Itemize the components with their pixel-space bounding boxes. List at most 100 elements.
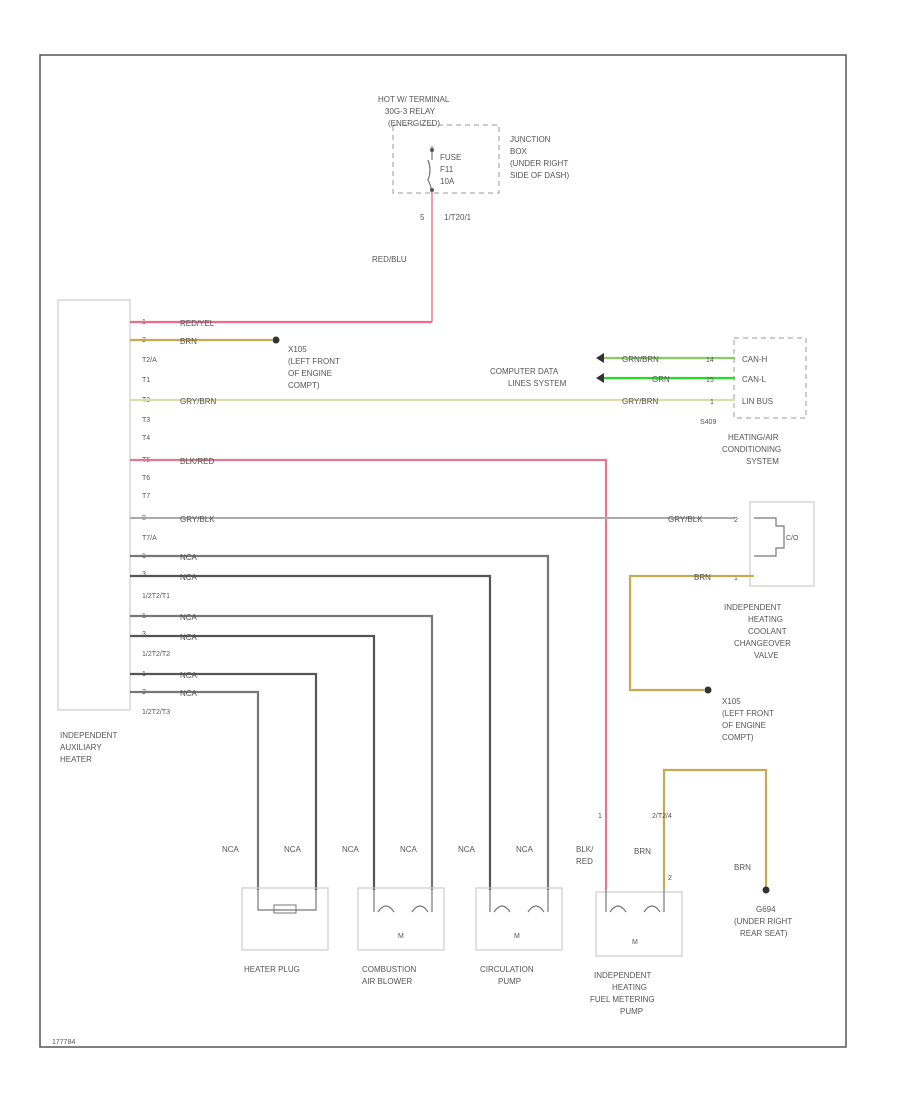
wire-nca-blower-left: [130, 634, 376, 890]
conn-label-t2a: T2/A: [142, 357, 157, 364]
heater-module-box: [57, 299, 131, 711]
can-label-1: COMPUTER DATA: [490, 367, 559, 376]
hot-label-line-1: HOT W/ TERMINAL: [378, 95, 450, 104]
hot-label-line-2: 30G-3 RELAY: [385, 107, 436, 116]
wire-nca-blower-right: [130, 614, 434, 890]
wire-can-h-label: GRN/BRN: [622, 355, 659, 364]
wire-nca-label-4: NCA: [180, 633, 198, 642]
pin-t7: T7: [142, 493, 150, 500]
can-h-arrow: [596, 353, 604, 363]
conn-label-2t2: 1/2T2/T2: [142, 651, 170, 658]
blower-label-1: COMBUSTION: [362, 965, 416, 974]
pump-conn-label: 2/T2/4: [652, 813, 672, 820]
valve-name-3: COOLANT: [748, 627, 787, 636]
valve-pin-1: 1: [734, 575, 738, 582]
figure-id: 177784: [52, 1039, 75, 1046]
wire-valve-brn: [628, 574, 754, 692]
wire-nca-label-2: NCA: [180, 573, 198, 582]
junction-box-label-4: SIDE OF DASH): [510, 171, 569, 180]
valve-name-5: VALVE: [754, 651, 779, 660]
nca-plug-right: NCA: [284, 845, 302, 854]
ground-2-label-1: X105: [722, 697, 741, 706]
wire-nca-label-3: NCA: [180, 613, 198, 622]
heater-module-name-2: AUXILIARY: [60, 743, 102, 752]
nca-blower-left: NCA: [342, 845, 360, 854]
ground-3-dot: [762, 886, 770, 894]
top-pin: 5: [420, 213, 425, 222]
circulation-pump: M CIRCULATION PUMP: [475, 887, 563, 986]
pin-nca-2: 3: [142, 571, 146, 578]
pump-pin-1: 1: [598, 813, 602, 820]
combustion-air-blower: M COMBUSTION AIR BLOWER: [357, 887, 445, 986]
heater-plug: HEATER PLUG: [241, 887, 329, 974]
fuse-terminal-top: [430, 148, 434, 152]
fuel-metering-pump: M INDEPENDENT HEATING FUEL METERING PUMP: [590, 890, 683, 1016]
junction-box-label-3: (UNDER RIGHT: [510, 159, 568, 168]
wire-nca-plug-right: [130, 672, 318, 890]
wire-red-blu-label: RED/BLU: [372, 255, 407, 264]
valve-box: [749, 501, 815, 587]
heater-module-name-3: HEATER: [60, 755, 92, 764]
ground-2-label-4: COMPT): [722, 733, 754, 742]
heater-plug-box: [241, 887, 329, 951]
wire-pump-brn-label: BRN: [634, 847, 651, 856]
pin-t1: T1: [142, 377, 150, 384]
blower-motor-m: M: [398, 933, 404, 940]
wire-nca-label-5: NCA: [180, 671, 198, 680]
ground-3-label-1: G694: [756, 905, 776, 914]
can-pin-2: 15: [706, 377, 714, 384]
ground-1-dot: [272, 336, 280, 344]
valve-inner-label: C/O: [786, 535, 799, 542]
hvac-box: [733, 337, 807, 419]
top-connector: 1/T20/1: [444, 213, 472, 222]
fuel-pump-label-1: INDEPENDENT: [594, 971, 651, 980]
fuel-pump-motor-m: M: [632, 939, 638, 946]
pin-t3: T3: [142, 417, 150, 424]
fuel-pump-label-3: FUEL METERING: [590, 995, 655, 1004]
heater-plug-element: [257, 890, 317, 911]
wire-nca-plug-left: [130, 690, 260, 890]
conn-label-2t3: 1/2T2/T3: [142, 709, 170, 716]
wire-blk-red-stack-1: BLK/: [576, 845, 594, 854]
wire-gry-blk-label-right: GRY/BLK: [668, 515, 703, 524]
junction-box-outline: [392, 124, 500, 194]
heater-module-name-1: INDEPENDENT: [60, 731, 117, 740]
wire-blk-red: [130, 458, 608, 890]
pin-t6: T6: [142, 475, 150, 482]
wire-brn-label: BRN: [180, 337, 197, 346]
valve-pin-2: 2: [734, 517, 738, 524]
blower-label-2: AIR BLOWER: [362, 977, 412, 986]
wire-nca-circ-left: [130, 574, 492, 890]
ground-1-label-2: (LEFT FRONT: [288, 357, 340, 366]
nca-circ-left: NCA: [458, 845, 476, 854]
pump-ground-group: 2/T2/4 1 2 BRN BRN BLK/ RED G694 (UNDER …: [576, 768, 792, 938]
can-pin-1: 14: [706, 357, 714, 364]
can-hvac-group: COMPUTER DATA LINES SYSTEM GRN/BRN GRN G…: [490, 337, 807, 466]
wire-can-l-label: GRN: [652, 375, 670, 384]
hvac-name-3: SYSTEM: [746, 457, 779, 466]
pin-nca-4: 3: [142, 631, 146, 638]
pin-t4: T4: [142, 435, 150, 442]
wire-blk-red-stack-2: RED: [576, 857, 593, 866]
valve-name-2: HEATING: [748, 615, 783, 624]
nca-circ-right: NCA: [516, 845, 534, 854]
circ-pump-label-1: CIRCULATION: [480, 965, 534, 974]
fuel-pump-label-2: HEATING: [612, 983, 647, 992]
ground-1-label-3: OF ENGINE: [288, 369, 332, 378]
fuse-label-2: F11: [440, 165, 454, 174]
nca-plug-left: NCA: [222, 845, 240, 854]
junction-box-label-2: BOX: [510, 147, 528, 156]
conn-label-t7a: T7/A: [142, 535, 157, 542]
valve-name-4: CHANGEOVER: [734, 639, 791, 648]
wire-valve-brn-label: BRN: [694, 573, 711, 582]
fuse-label-3: 10A: [440, 177, 455, 186]
fuel-pump-symbol: [605, 890, 665, 913]
circ-pump-label-2: PUMP: [498, 977, 521, 986]
wire-nca-circ-right: [130, 554, 550, 890]
valve-group: C/O 2 1 BRN X105 (LEFT FRONT OF ENGINE C…: [628, 501, 815, 742]
wire-can-gry-label: GRY/BRN: [622, 397, 659, 406]
hot-label-line-3: (ENERGIZED): [388, 119, 440, 128]
ground-2-label-2: (LEFT FRONT: [722, 709, 774, 718]
conn-label-2t1: 1/2T2/T1: [142, 593, 170, 600]
